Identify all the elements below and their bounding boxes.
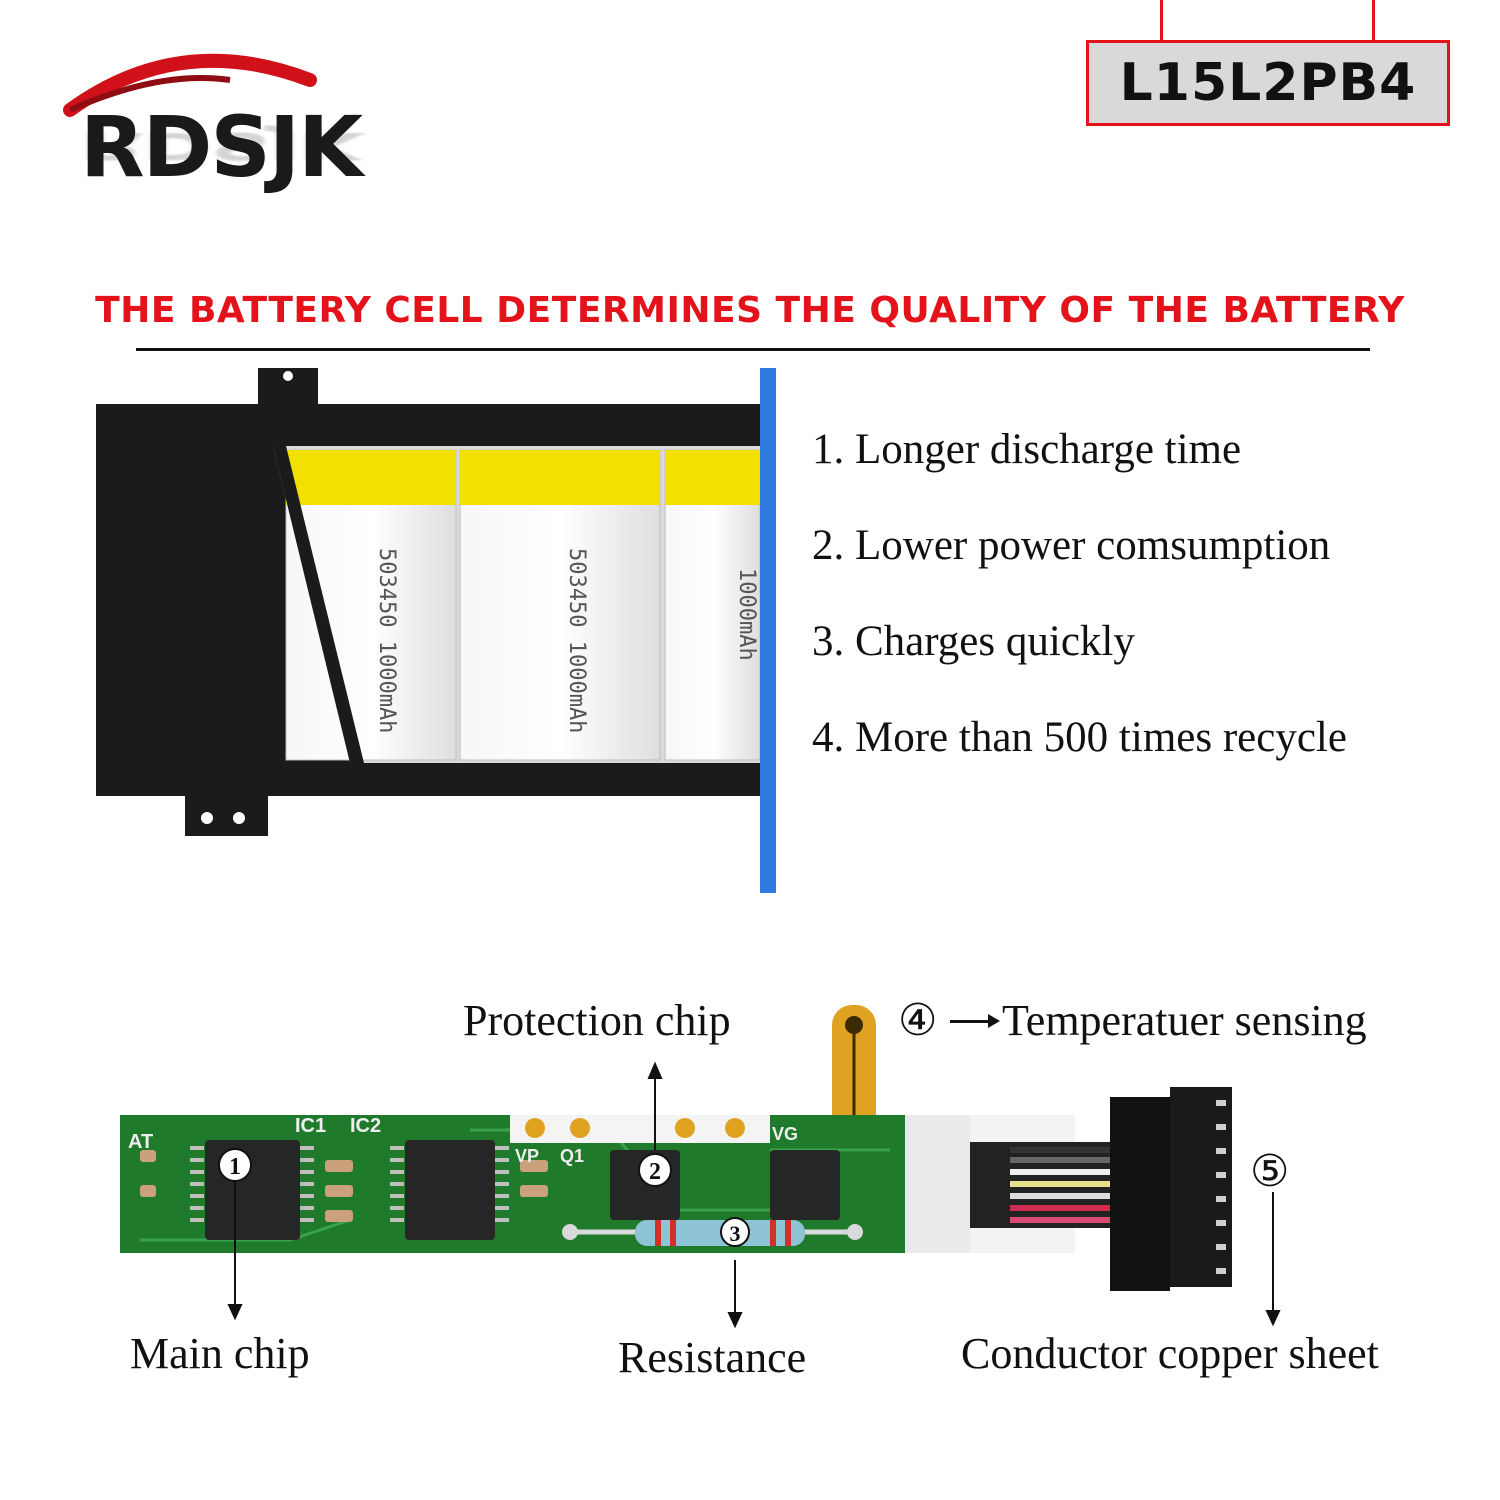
feature-item: 4. More than 500 times recycle	[812, 714, 1347, 761]
marker-1: 1	[229, 1154, 241, 1180]
label-temperature-sensing: Temperatuer sensing	[1002, 996, 1367, 1045]
headline-divider	[136, 348, 1370, 351]
feature-list: 1. Longer discharge time 2. Lower power …	[812, 420, 1492, 804]
cell-2-text: 503450 1000mAh	[564, 548, 589, 733]
cell-3-text: 1000mAh	[734, 568, 759, 661]
silk-AT: AT	[128, 1131, 153, 1153]
battery-illustration: 503450 1000mAh 503450 1000mAh 1000mAh	[90, 368, 780, 893]
silk-VG: VG	[772, 1124, 798, 1144]
arrow-head-icon	[988, 1014, 1000, 1028]
silk-Q1: Q1	[560, 1146, 584, 1166]
logo-swoosh-icon	[63, 53, 317, 117]
label-conductor-copper-sheet: Conductor copper sheet	[961, 1329, 1379, 1378]
logo-text: RDSJK	[80, 98, 363, 196]
marker-3: 3	[730, 1221, 741, 1246]
main-chip-2	[405, 1140, 495, 1240]
silk-IC2: IC2	[350, 1115, 381, 1137]
feature-item: 1. Longer discharge time	[812, 426, 1242, 473]
marker-2: 2	[649, 1159, 661, 1185]
temperature-marker: ④	[898, 996, 938, 1045]
label-protection-chip: Protection chip	[463, 996, 731, 1045]
model-badge: L15L2PB4	[1086, 40, 1450, 126]
temperature-arrow	[950, 1020, 990, 1023]
circuit-board-illustration: AT IC1 IC2 VP Q1 VG 1 2 3	[110, 1000, 1290, 1330]
headline: THE BATTERY CELL DETERMINES THE QUALITY …	[95, 290, 1405, 331]
model-connector-left	[1160, 0, 1163, 40]
silk-IC1: IC1	[295, 1115, 326, 1137]
model-connector-right	[1372, 0, 1375, 40]
label-resistance: Resistance	[618, 1333, 807, 1382]
model-label: L15L2PB4	[1119, 53, 1417, 113]
label-main-chip: Main chip	[130, 1329, 310, 1378]
brand-logo: RDSJK RDSJK	[60, 40, 460, 210]
conductor-marker: ⑤	[1250, 1147, 1290, 1196]
main-chip-1	[205, 1140, 300, 1240]
silk-VP: VP	[515, 1146, 539, 1166]
feature-item: 2. Lower power comsumption	[812, 522, 1331, 569]
feature-item: 3. Charges quickly	[812, 618, 1135, 665]
logo-reflection: RDSJK	[80, 123, 362, 168]
battery-cells: 503450 1000mAh 503450 1000mAh 1000mAh	[285, 449, 761, 761]
cell-1-text: 503450 1000mAh	[374, 548, 399, 733]
